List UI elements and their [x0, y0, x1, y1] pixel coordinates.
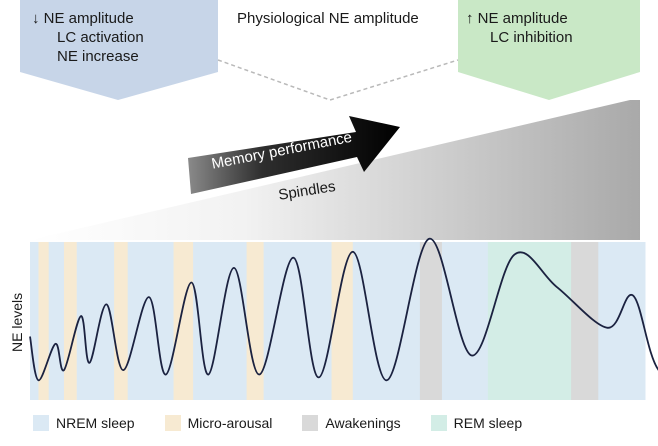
center-label: Physiological NE amplitude: [237, 10, 419, 27]
legend-label-micro-arousal: Micro-arousal: [187, 415, 273, 431]
left-box-line-1: ↓ NE amplitude: [32, 10, 134, 27]
left-header-box: [20, 0, 218, 100]
stage-band-micro-arousal: [114, 242, 129, 400]
stage-band-awakening: [419, 242, 443, 400]
stage-band-micro-arousal: [246, 242, 265, 400]
gradient-wedge: [30, 100, 640, 240]
y-axis-label: NE levels: [9, 292, 25, 352]
legend-label-rem: REM sleep: [453, 415, 523, 431]
right-box-line-2: LC inhibition: [490, 29, 573, 46]
memory-performance-arrow: [188, 116, 400, 194]
stage-band-rem: [487, 242, 572, 400]
legend-label-nrem: NREM sleep: [56, 415, 135, 431]
stage-band-nrem: [598, 242, 646, 400]
stage-band-micro-arousal: [38, 242, 50, 400]
legend-label-awakening: Awakenings: [325, 415, 401, 431]
left-box-line-2: LC activation: [57, 29, 144, 46]
stage-band-micro-arousal: [173, 242, 194, 400]
legend-swatch-awakening: [302, 415, 319, 431]
ne-level-chart: [29, 237, 658, 400]
right-header-box: [458, 0, 640, 100]
stage-band-nrem: [48, 242, 65, 400]
stage-band-nrem: [441, 242, 489, 400]
stage-band-micro-arousal: [63, 242, 78, 400]
legend-swatch-micro-arousal: [164, 415, 181, 431]
stage-band-micro-arousal: [331, 242, 354, 400]
ne-level-trace: [29, 237, 658, 382]
legend-swatch-rem: [430, 415, 447, 431]
stage-band-nrem: [30, 242, 39, 400]
left-dashed-connector: [217, 59, 459, 101]
left-box-line-3: NE increase: [57, 48, 139, 65]
legend: NREM sleep Micro-arousal Awakenings REM …: [33, 415, 522, 431]
right-box-line-1: ↑ NE amplitude: [466, 10, 568, 27]
stage-band-nrem: [127, 242, 175, 400]
stage-band-nrem: [352, 242, 421, 400]
legend-swatch-nrem: [33, 415, 49, 431]
